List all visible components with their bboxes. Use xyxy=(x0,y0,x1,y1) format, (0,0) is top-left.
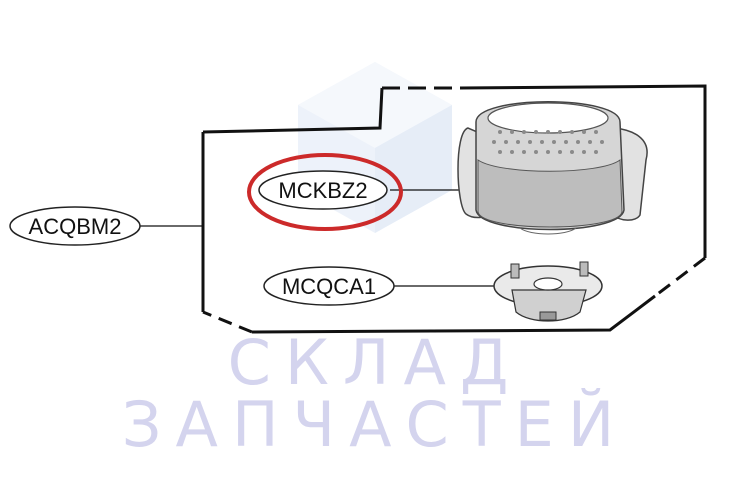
filter-basket-illustration xyxy=(457,101,648,235)
leader-lines xyxy=(140,189,510,287)
highlight-ring xyxy=(247,153,403,231)
label-mcqca1: MCQCA1 xyxy=(263,266,395,306)
label-mcqca1-text: MCQCA1 xyxy=(282,274,376,299)
assembly-enclosure xyxy=(201,84,707,334)
label-mckbz2-text: MCKBZ2 xyxy=(278,178,367,203)
label-acqbm2-text: ACQBM2 xyxy=(29,214,122,239)
watermark-line-2: ЗАПЧАСТЕЙ xyxy=(121,388,629,461)
label-mckbz2: MCKBZ2 xyxy=(247,153,403,231)
holder-part-illustration xyxy=(493,261,603,322)
label-acqbm2: ACQBM2 xyxy=(9,206,141,246)
watermark-line-1: СКЛАД xyxy=(227,326,523,399)
